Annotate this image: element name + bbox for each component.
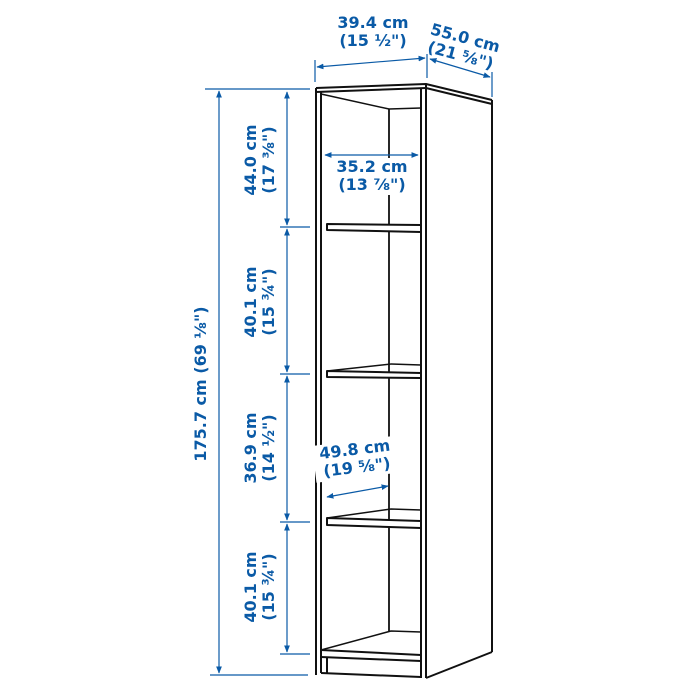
inner-width-cm: 35.2 cm: [336, 157, 408, 176]
inner-width-in: (13 ⅞"): [338, 175, 406, 195]
shelf-unit: [315, 83, 493, 679]
compartment-4-in: (15 ¾"): [259, 553, 279, 621]
inner-width-label: 35.2 cm (13 ⅞"): [326, 157, 418, 195]
compartment-2-label: 40.1 cm (15 ¾"): [241, 252, 282, 352]
compartment-2-cm: 40.1 cm: [241, 266, 260, 338]
compartment-1-cm: 44.0 cm: [241, 124, 260, 196]
dimension-lines: [205, 54, 493, 676]
width-label: 39.4 cm (15 ½"): [326, 13, 420, 51]
compartment-1-label: 44.0 cm (17 ⅜"): [241, 110, 282, 210]
total-height-text: 175.7 cm (69 ⅛"): [191, 306, 210, 462]
compartment-4-cm: 40.1 cm: [241, 551, 260, 623]
compartment-2-in: (15 ¾"): [259, 268, 279, 336]
compartment-3-cm: 36.9 cm: [241, 412, 260, 484]
width-cm: 39.4 cm: [337, 13, 409, 32]
compartment-3-label: 36.9 cm (14 ½"): [241, 398, 282, 498]
compartment-4-label: 40.1 cm (15 ¾"): [241, 537, 282, 637]
bottom-shelf: [320, 630, 422, 678]
shelf-1: [326, 223, 422, 233]
shelf-depth-dimension-line: [326, 484, 389, 499]
shelf-2: [326, 363, 422, 379]
compartment-3-in: (14 ½"): [259, 414, 279, 482]
compartment-1-in: (17 ⅜"): [259, 126, 279, 194]
depth-dimension-line: [429, 58, 491, 78]
total-height-label: 175.7 cm (69 ⅛"): [191, 274, 214, 494]
shelf-3: [326, 508, 422, 529]
width-in: (15 ½"): [339, 31, 407, 51]
width-dimension-line: [316, 55, 426, 70]
